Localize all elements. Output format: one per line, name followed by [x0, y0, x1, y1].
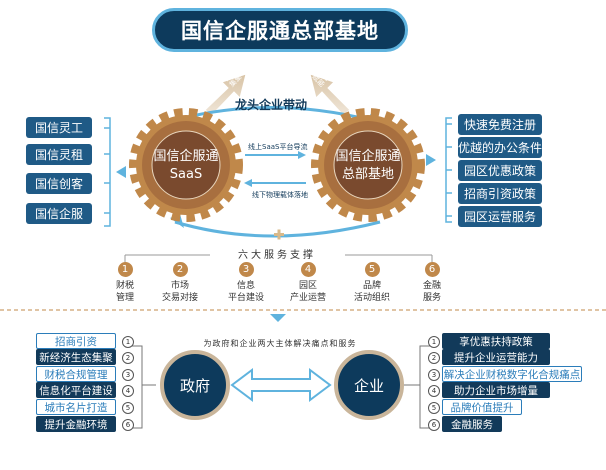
service-line2: 平台建设: [227, 293, 264, 303]
ent-item-6[interactable]: 金融服务: [442, 416, 502, 432]
ent-item-3[interactable]: 解决企业财税数字化合规痛点: [442, 366, 582, 382]
gear-left-line1: 国信企服通: [153, 149, 219, 164]
flow-bottom-label: 线下物理载体落地: [252, 191, 308, 199]
left-item-4[interactable]: 国信企服: [26, 203, 92, 224]
service-2: 2 市场 交易对接: [150, 262, 210, 304]
flow-top-label: 线上SaaS平台导流: [248, 143, 308, 151]
gov-item-6[interactable]: 提升金融环境: [36, 416, 116, 432]
enterprise-circle: 企业: [334, 350, 404, 420]
gov-item-4[interactable]: 信息化平台建设: [36, 382, 116, 398]
right-item-4[interactable]: 招商引资政策: [458, 183, 542, 204]
service-number: 2: [172, 262, 188, 277]
gov-number-3: 3: [122, 369, 134, 381]
service-line2: 产业运营: [289, 293, 326, 303]
service-line1: 信息: [236, 281, 255, 291]
gov-item-2[interactable]: 新经济生态集聚: [36, 349, 116, 365]
service-3: 3 信息 平台建设: [216, 262, 276, 304]
service-4: 4 园区 产业运营: [278, 262, 338, 304]
right-item-1[interactable]: 快速免费注册: [458, 114, 542, 135]
gear-left-label: 国信企服通 SaaS: [141, 148, 231, 184]
service-line2: 交易对接: [161, 293, 198, 303]
service-number: 5: [364, 262, 380, 277]
government-circle: 政府: [160, 350, 230, 420]
service-line1: 金融: [422, 281, 441, 291]
gov-number-2: 2: [122, 352, 134, 364]
left-item-2[interactable]: 国信灵租: [26, 144, 92, 165]
ent-number-2: 2: [428, 352, 440, 364]
right-item-2[interactable]: 优越的办公条件: [458, 137, 542, 158]
gov-item-1[interactable]: 招商引资: [36, 333, 116, 349]
arrow-up-right-icon: [309, 73, 351, 116]
service-number: 1: [117, 262, 133, 277]
pain-points-label: 为政府和企业两大主体解决痛点和服务: [203, 339, 357, 348]
left-item-3[interactable]: 国信创客: [26, 173, 92, 194]
service-line2: 管理: [115, 293, 134, 303]
ent-number-5: 5: [428, 402, 440, 414]
gov-item-3[interactable]: 财税合规管理: [36, 366, 116, 382]
gear-right-line1: 国信企服通: [335, 149, 401, 164]
ent-item-5[interactable]: 品牌价值提升: [442, 399, 522, 415]
page-title: 国信企服通总部基地: [152, 8, 408, 52]
ent-number-1: 1: [428, 336, 440, 348]
service-line2: 活动组织: [353, 293, 390, 303]
right-item-5[interactable]: 园区运营服务: [458, 206, 542, 227]
service-line2: 服务: [422, 293, 441, 303]
service-line1: 品牌: [362, 281, 381, 291]
service-number: 4: [300, 262, 316, 277]
service-1: 1 财税 管理: [95, 262, 155, 304]
plus-icon: [274, 229, 284, 240]
ent-number-6: 6: [428, 419, 440, 431]
service-5: 5 品牌 活动组织: [342, 262, 402, 304]
double-arrow-icon: [230, 368, 332, 402]
gov-number-6: 6: [122, 419, 134, 431]
gear-left-line2: SaaS: [169, 167, 203, 182]
ent-number-3: 3: [428, 369, 440, 381]
service-6: 6 金融 服务: [402, 262, 462, 304]
service-line1: 财税: [115, 281, 134, 291]
service-line1: 市场: [170, 281, 189, 291]
gov-item-5[interactable]: 城市名片打造: [36, 399, 116, 415]
ent-item-1[interactable]: 享优惠扶持政策: [442, 333, 550, 349]
service-number: 3: [238, 262, 254, 277]
ent-item-4[interactable]: 助力企业市场增量: [442, 382, 550, 398]
ent-item-2[interactable]: 提升企业运营能力: [442, 349, 550, 365]
gear-right-line2: 总部基地: [341, 167, 394, 182]
gear-right-icon: [311, 108, 425, 222]
leader-label: 龙头企业带动: [235, 98, 308, 112]
ent-number-4: 4: [428, 385, 440, 397]
left-item-1[interactable]: 国信灵工: [26, 117, 92, 138]
gov-number-5: 5: [122, 402, 134, 414]
six-support-label: 六大服务支撑: [238, 250, 316, 261]
gov-number-4: 4: [122, 385, 134, 397]
gear-right-label: 国信企服通 总部基地: [323, 148, 413, 184]
service-number: 6: [424, 262, 440, 277]
gear-left-icon: [129, 108, 243, 222]
right-item-3[interactable]: 园区优惠政策: [458, 160, 542, 181]
gov-number-1: 1: [122, 336, 134, 348]
service-line1: 园区: [298, 281, 317, 291]
